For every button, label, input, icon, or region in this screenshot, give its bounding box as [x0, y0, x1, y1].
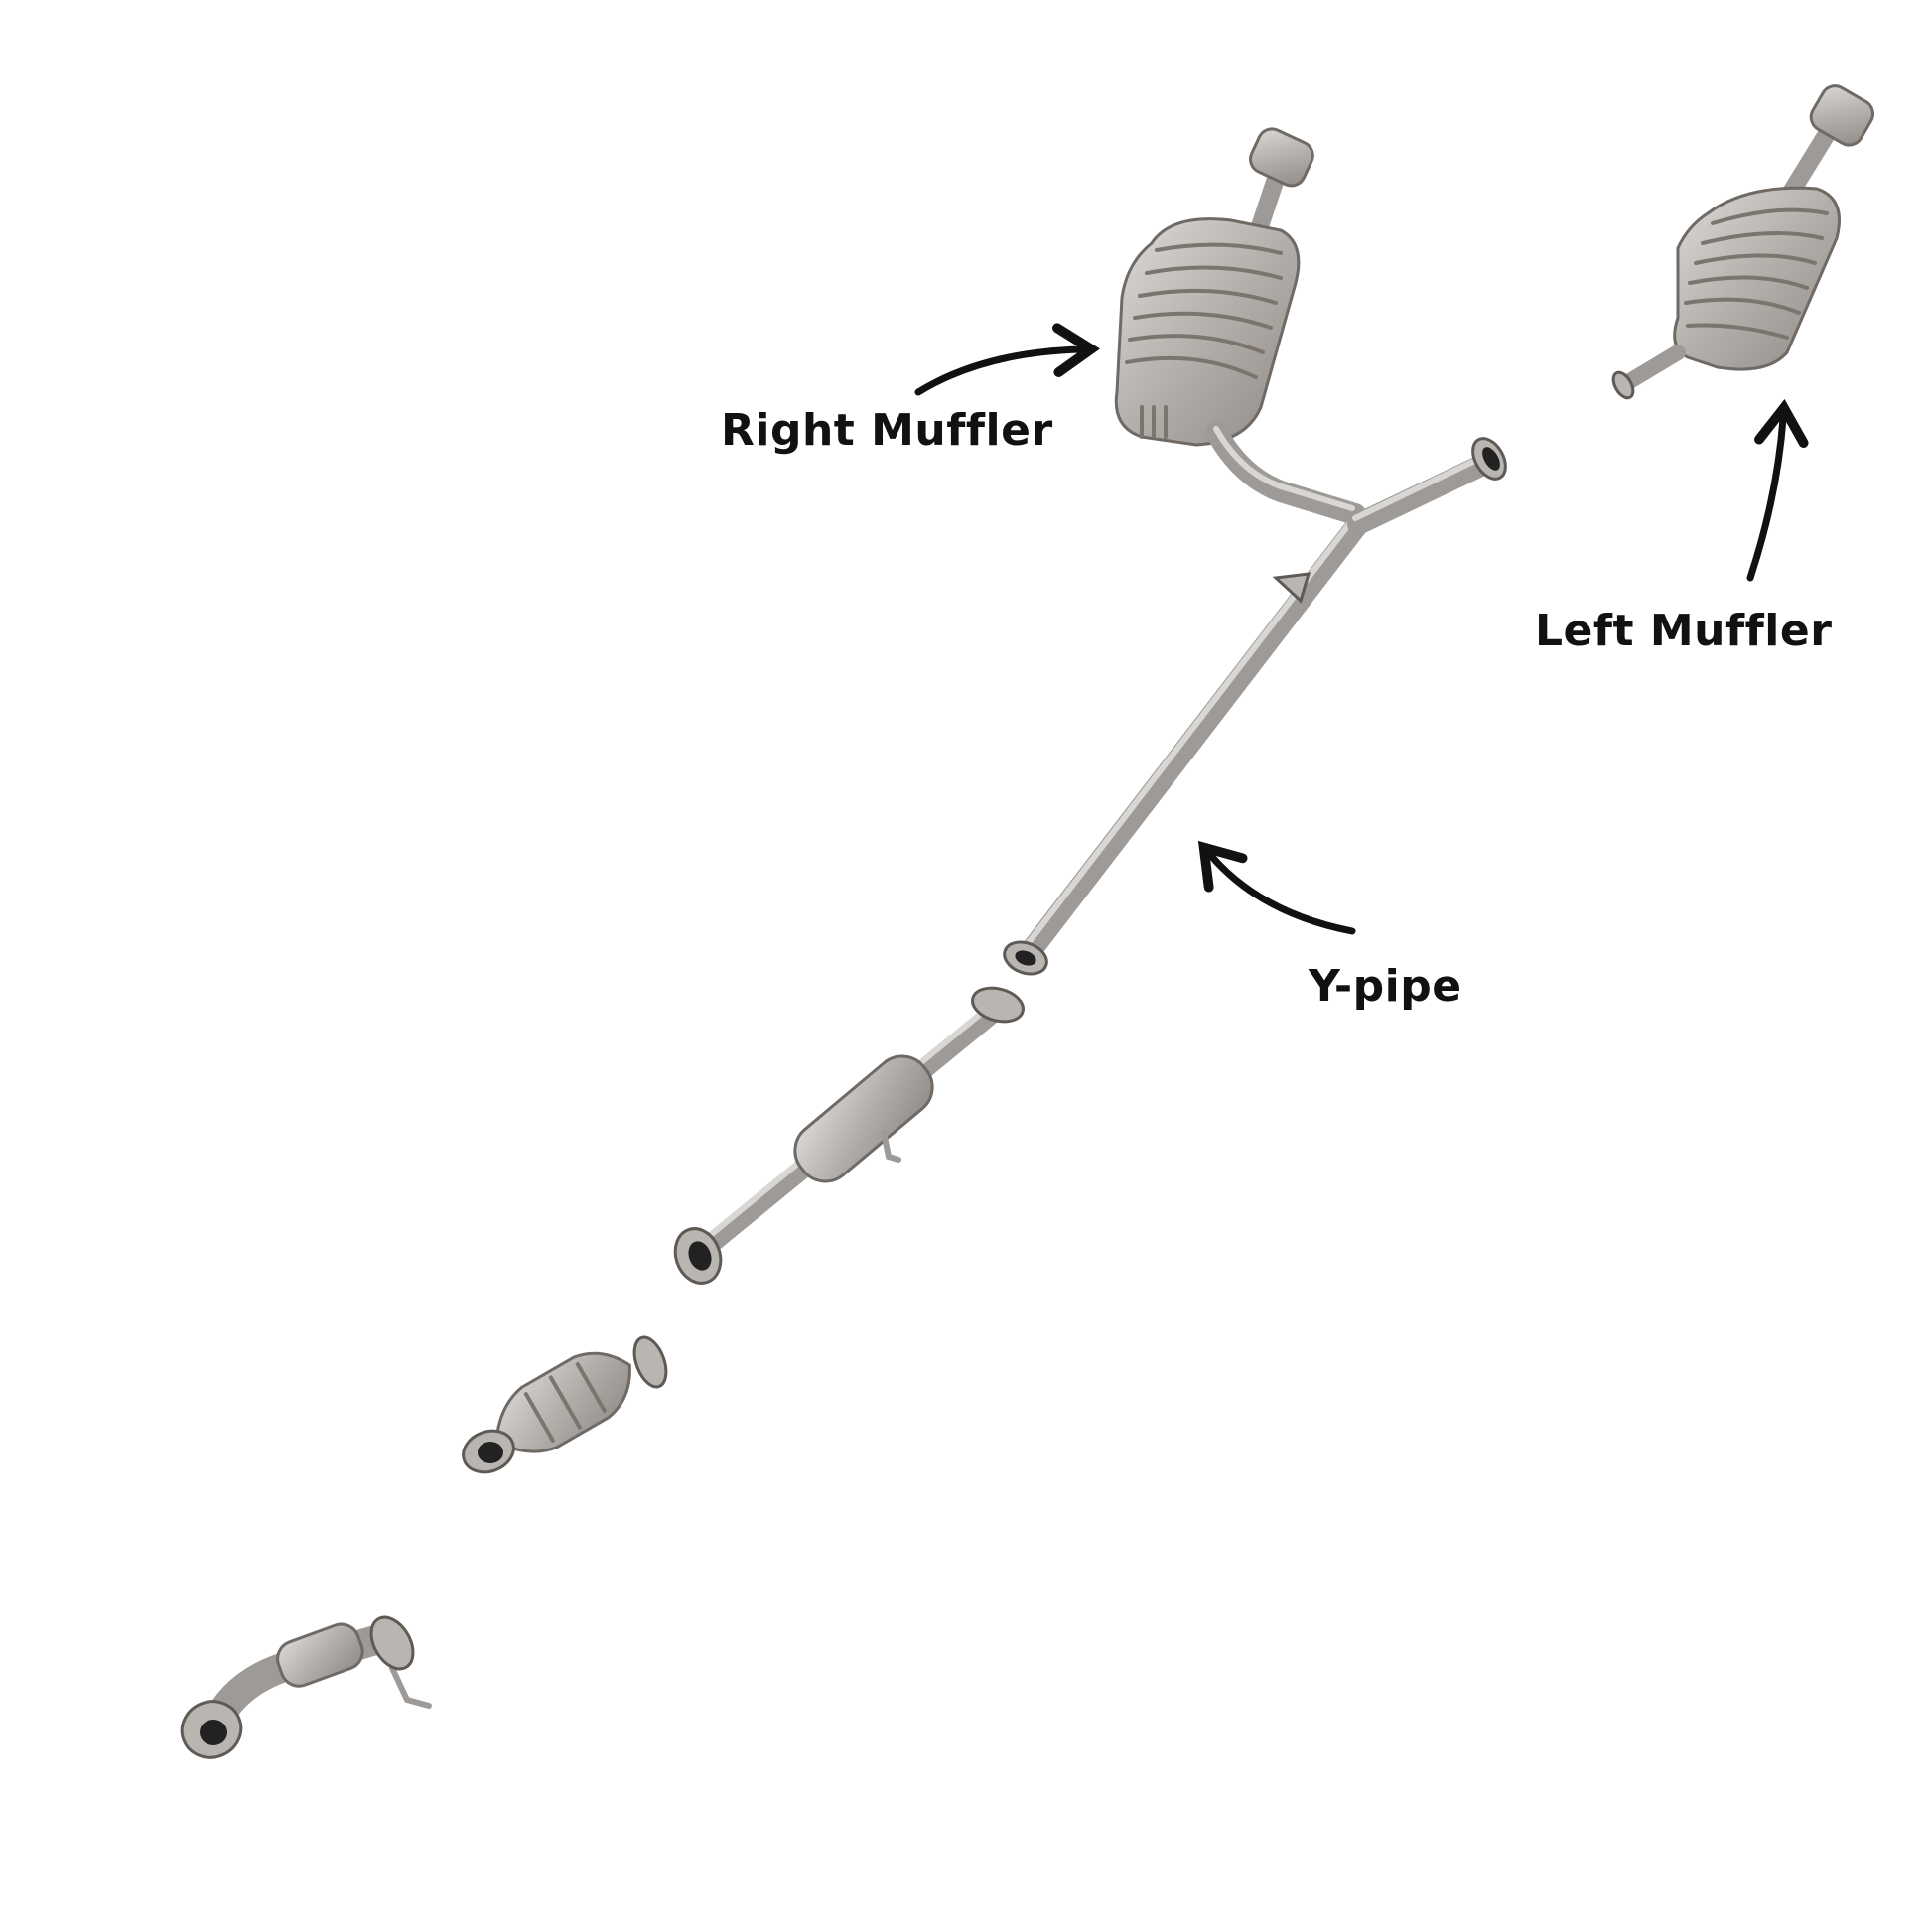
right-muffler-arrow — [914, 323, 1101, 396]
catalytic-converter — [462, 1335, 668, 1474]
resonator-pipe — [673, 986, 1025, 1285]
y-pipe-arrow — [1197, 840, 1356, 935]
right-muffler — [1114, 127, 1366, 525]
left-muffler-arrow — [1746, 399, 1809, 582]
left-muffler-label: Left Muffler — [1535, 606, 1833, 656]
y-pipe-label: Y-pipe — [1309, 961, 1462, 1012]
y-pipe — [1003, 437, 1507, 976]
front-pipe — [180, 1615, 432, 1759]
left-muffler — [1611, 84, 1874, 400]
right-muffler-label: Right Muffler — [721, 405, 1053, 456]
